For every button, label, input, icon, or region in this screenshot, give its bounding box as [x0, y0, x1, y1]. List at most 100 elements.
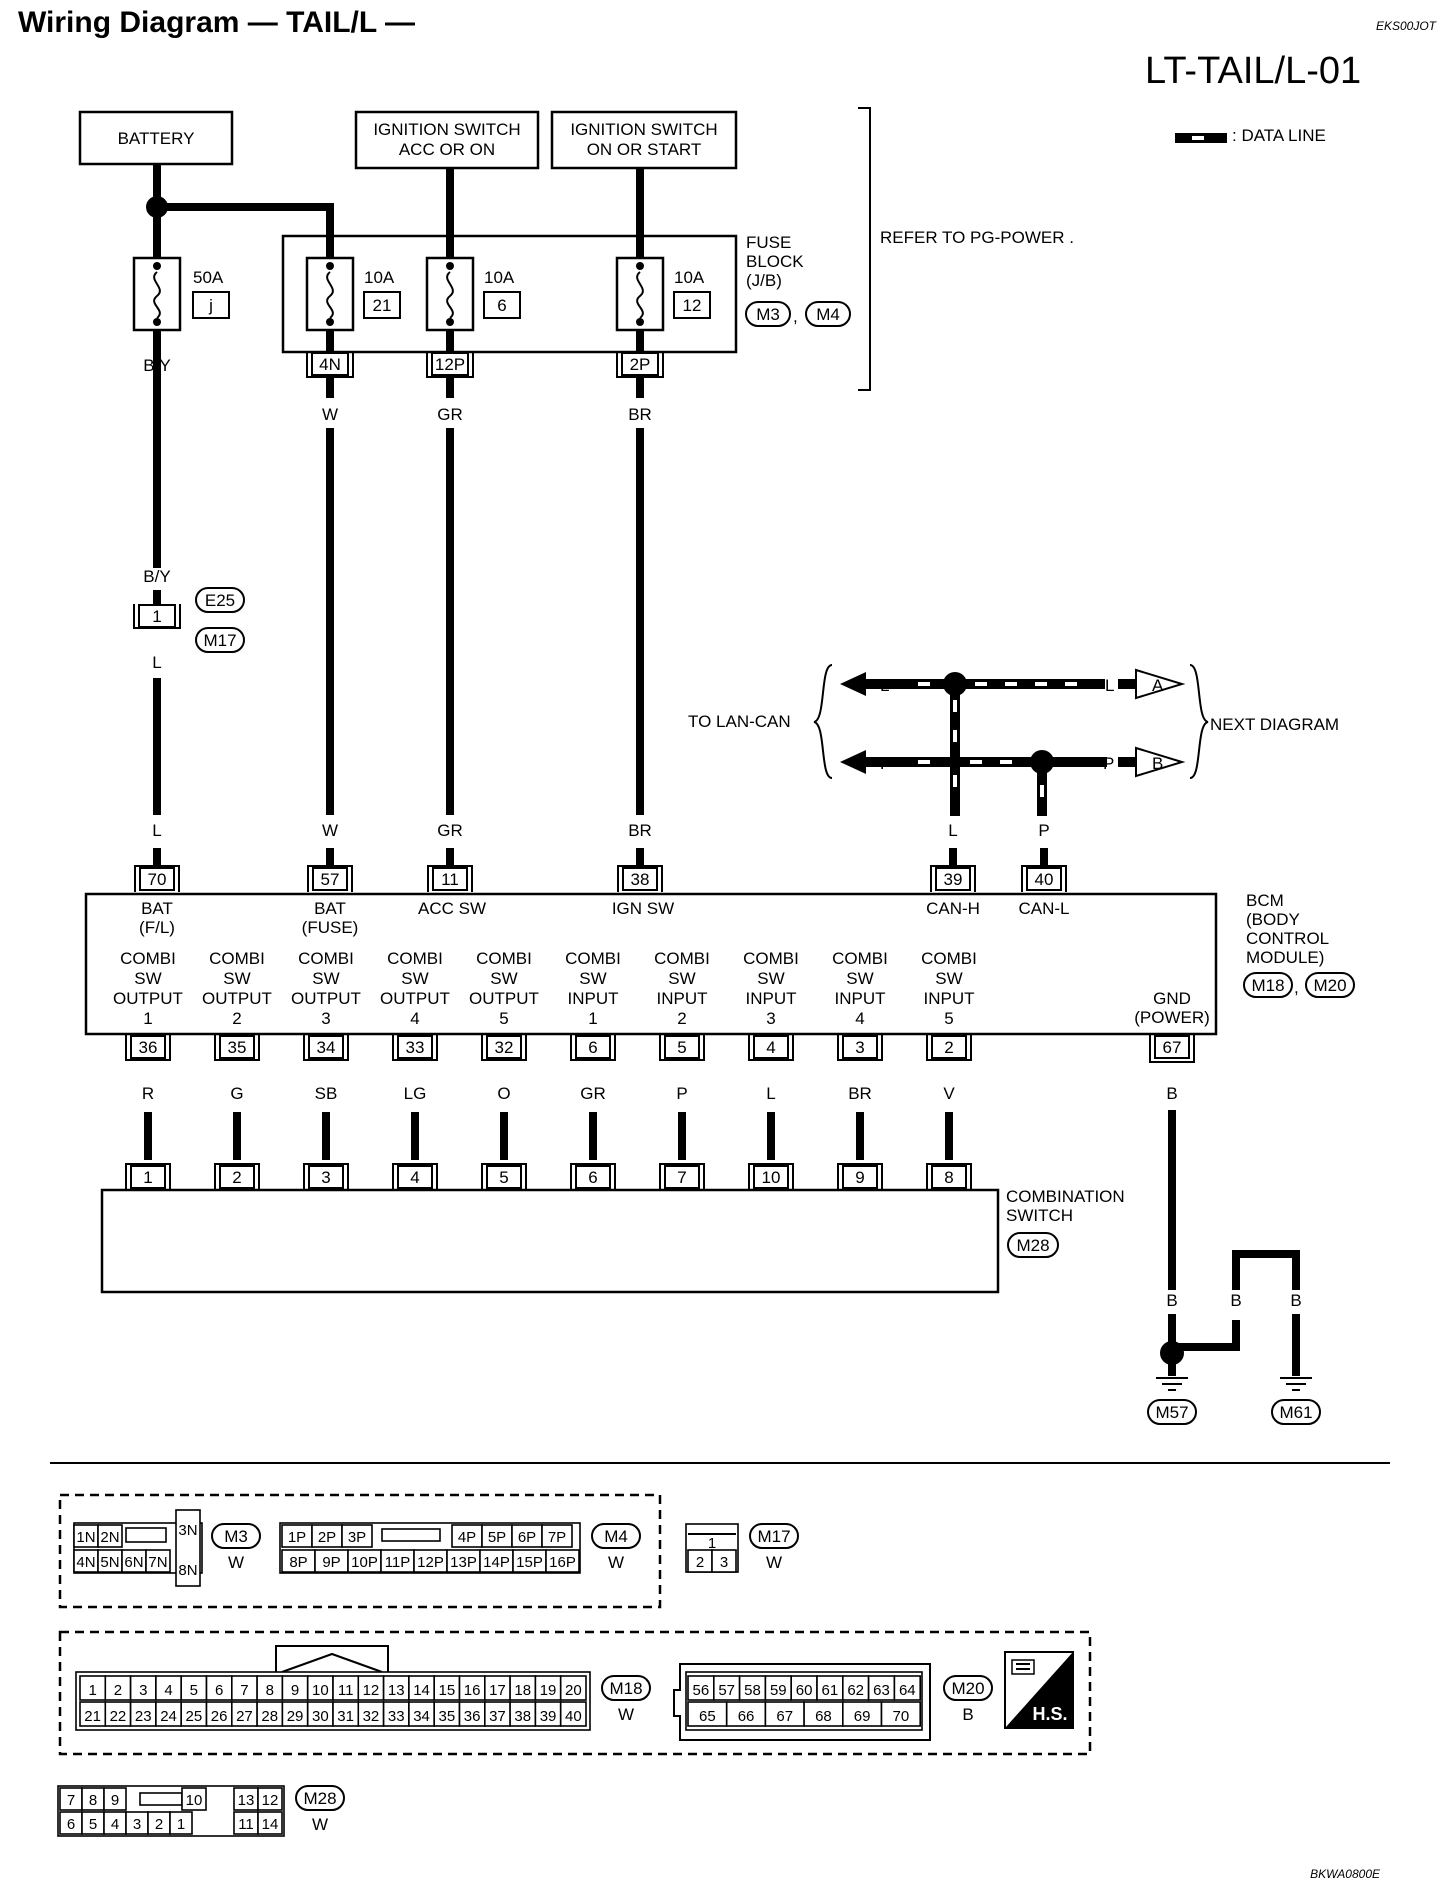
svg-text:1: 1 — [88, 1682, 96, 1699]
wire-can-h — [950, 684, 960, 816]
svg-text:13P: 13P — [450, 1554, 477, 1571]
bcm-name-2: (BODY — [1246, 910, 1300, 929]
svg-text:5N: 5N — [100, 1554, 119, 1571]
svg-text:30: 30 — [312, 1708, 329, 1725]
combo-pin: 7 — [659, 1163, 705, 1190]
svg-text:B: B — [1152, 754, 1163, 773]
ign-acc-line2: ACC OR ON — [399, 140, 495, 159]
bcm-out-wire-label: G — [230, 1084, 243, 1103]
can-left-brace — [813, 664, 833, 779]
svg-text:OUTPUT: OUTPUT — [291, 989, 361, 1008]
fuse-id: 12 — [683, 296, 702, 315]
bcm-name-1: BCM — [1246, 891, 1284, 910]
svg-text:61: 61 — [822, 1682, 839, 1699]
svg-text:SW: SW — [223, 969, 250, 988]
svg-text:2: 2 — [232, 1009, 241, 1028]
bcm-in-wire-label: L — [152, 821, 161, 840]
bcm-pin-11: 11 — [427, 865, 473, 892]
svg-text:,: , — [1294, 978, 1299, 997]
fuse-amp: 10A — [484, 268, 515, 287]
fuse-block-label-3: (J/B) — [746, 271, 782, 290]
main-fuse-50a: 50A j — [132, 256, 230, 332]
svg-text:67: 67 — [776, 1708, 793, 1725]
svg-text:13: 13 — [388, 1682, 405, 1699]
svg-text:56: 56 — [693, 1682, 710, 1699]
svg-text:1: 1 — [708, 1535, 716, 1552]
combo-conn-m28: M28 — [1007, 1232, 1059, 1258]
svg-text:M4: M4 — [604, 1527, 628, 1546]
svg-text:21: 21 — [84, 1708, 101, 1725]
bcm-out-pin: 36 — [125, 1034, 171, 1061]
svg-text:14: 14 — [262, 1816, 279, 1833]
bcm-out-wire-label: R — [142, 1084, 154, 1103]
svg-text:1N: 1N — [76, 1529, 95, 1546]
svg-text:11P: 11P — [385, 1554, 411, 1571]
can-h-line: L L A — [840, 668, 1186, 700]
wire-label-gnd-b1: B — [1230, 1291, 1241, 1310]
svg-text:2: 2 — [696, 1554, 704, 1571]
bcm-out-wire-label: P — [676, 1084, 687, 1103]
svg-text:SW: SW — [401, 969, 428, 988]
svg-text:M3: M3 — [224, 1527, 248, 1546]
footer-code: BKWA0800E — [1310, 1867, 1381, 1881]
svg-text:12P: 12P — [417, 1554, 444, 1571]
svg-text:4N: 4N — [319, 355, 341, 374]
wire-label-ign-upper: BR — [628, 405, 652, 424]
svg-text:4: 4 — [410, 1009, 419, 1028]
svg-text:70: 70 — [148, 870, 167, 889]
svg-text:M20: M20 — [1313, 976, 1346, 995]
svg-text:SW: SW — [579, 969, 606, 988]
battery-label: BATTERY — [118, 129, 195, 148]
bcm-out-pin: 32 — [481, 1034, 527, 1061]
bcm-ign-sw: IGN SW — [612, 899, 674, 918]
bcm-out-wire-label: V — [943, 1084, 955, 1103]
fuse-block-label-1: FUSE — [746, 233, 791, 252]
svg-text:18: 18 — [514, 1682, 531, 1699]
connector-group-2 — [58, 1630, 1092, 1756]
wire-label-acc-upper: GR — [437, 405, 463, 424]
svg-text:37: 37 — [489, 1708, 506, 1725]
main-fuse-amp: 50A — [193, 268, 224, 287]
combo-pin: 10 — [748, 1163, 794, 1190]
battery-source: BATTERY — [78, 110, 234, 166]
svg-text:8: 8 — [266, 1682, 274, 1699]
fuse-terminal-12P: 12P — [426, 351, 474, 378]
svg-text:,: , — [793, 307, 798, 326]
bcm-out-wire-label: BR — [848, 1084, 872, 1103]
svg-text:6P: 6P — [518, 1529, 536, 1546]
svg-text:13: 13 — [238, 1792, 255, 1809]
ground-symbol-1: M57 — [1147, 1362, 1197, 1425]
svg-text:COMBI: COMBI — [387, 949, 443, 968]
joint-connector-e25-m17: 1 E25 M17 — [133, 587, 245, 653]
svg-text:3: 3 — [855, 1038, 864, 1057]
svg-text:2: 2 — [232, 1168, 241, 1187]
svg-text:10: 10 — [762, 1168, 781, 1187]
bcm-out-pin: 33 — [392, 1034, 438, 1061]
svg-text:6: 6 — [67, 1816, 75, 1833]
can-right-brace — [1189, 664, 1209, 779]
combo-name-1: COMBINATION — [1006, 1187, 1125, 1206]
svg-text:2N: 2N — [100, 1529, 119, 1546]
svg-text:57: 57 — [718, 1682, 735, 1699]
bcm-in-wire-label: BR — [628, 821, 652, 840]
bcm-in-wire-label: GR — [437, 821, 463, 840]
svg-text:25: 25 — [186, 1708, 203, 1725]
bcm-conn-m18: M18 — [1243, 972, 1293, 998]
fuse-block-label-2: BLOCK — [746, 252, 804, 271]
svg-text:69: 69 — [854, 1708, 871, 1725]
svg-text:6: 6 — [588, 1168, 597, 1187]
svg-text:33: 33 — [406, 1038, 425, 1057]
svg-text:M17: M17 — [757, 1527, 790, 1546]
bcm-gnd-1: GND — [1153, 989, 1191, 1008]
svg-text:OUTPUT: OUTPUT — [113, 989, 183, 1008]
svg-text:22: 22 — [110, 1708, 127, 1725]
svg-text:10P: 10P — [351, 1554, 378, 1571]
svg-text:68: 68 — [815, 1708, 832, 1725]
wire-label-bat-fuse-upper: W — [322, 405, 338, 424]
bcm-out-pin: 34 — [303, 1034, 349, 1061]
combo-pin: 4 — [392, 1163, 438, 1190]
svg-text:35: 35 — [228, 1038, 247, 1057]
ground-m57: M57 — [1155, 1403, 1188, 1422]
ign-acc-line1: IGNITION SWITCH — [373, 120, 520, 139]
